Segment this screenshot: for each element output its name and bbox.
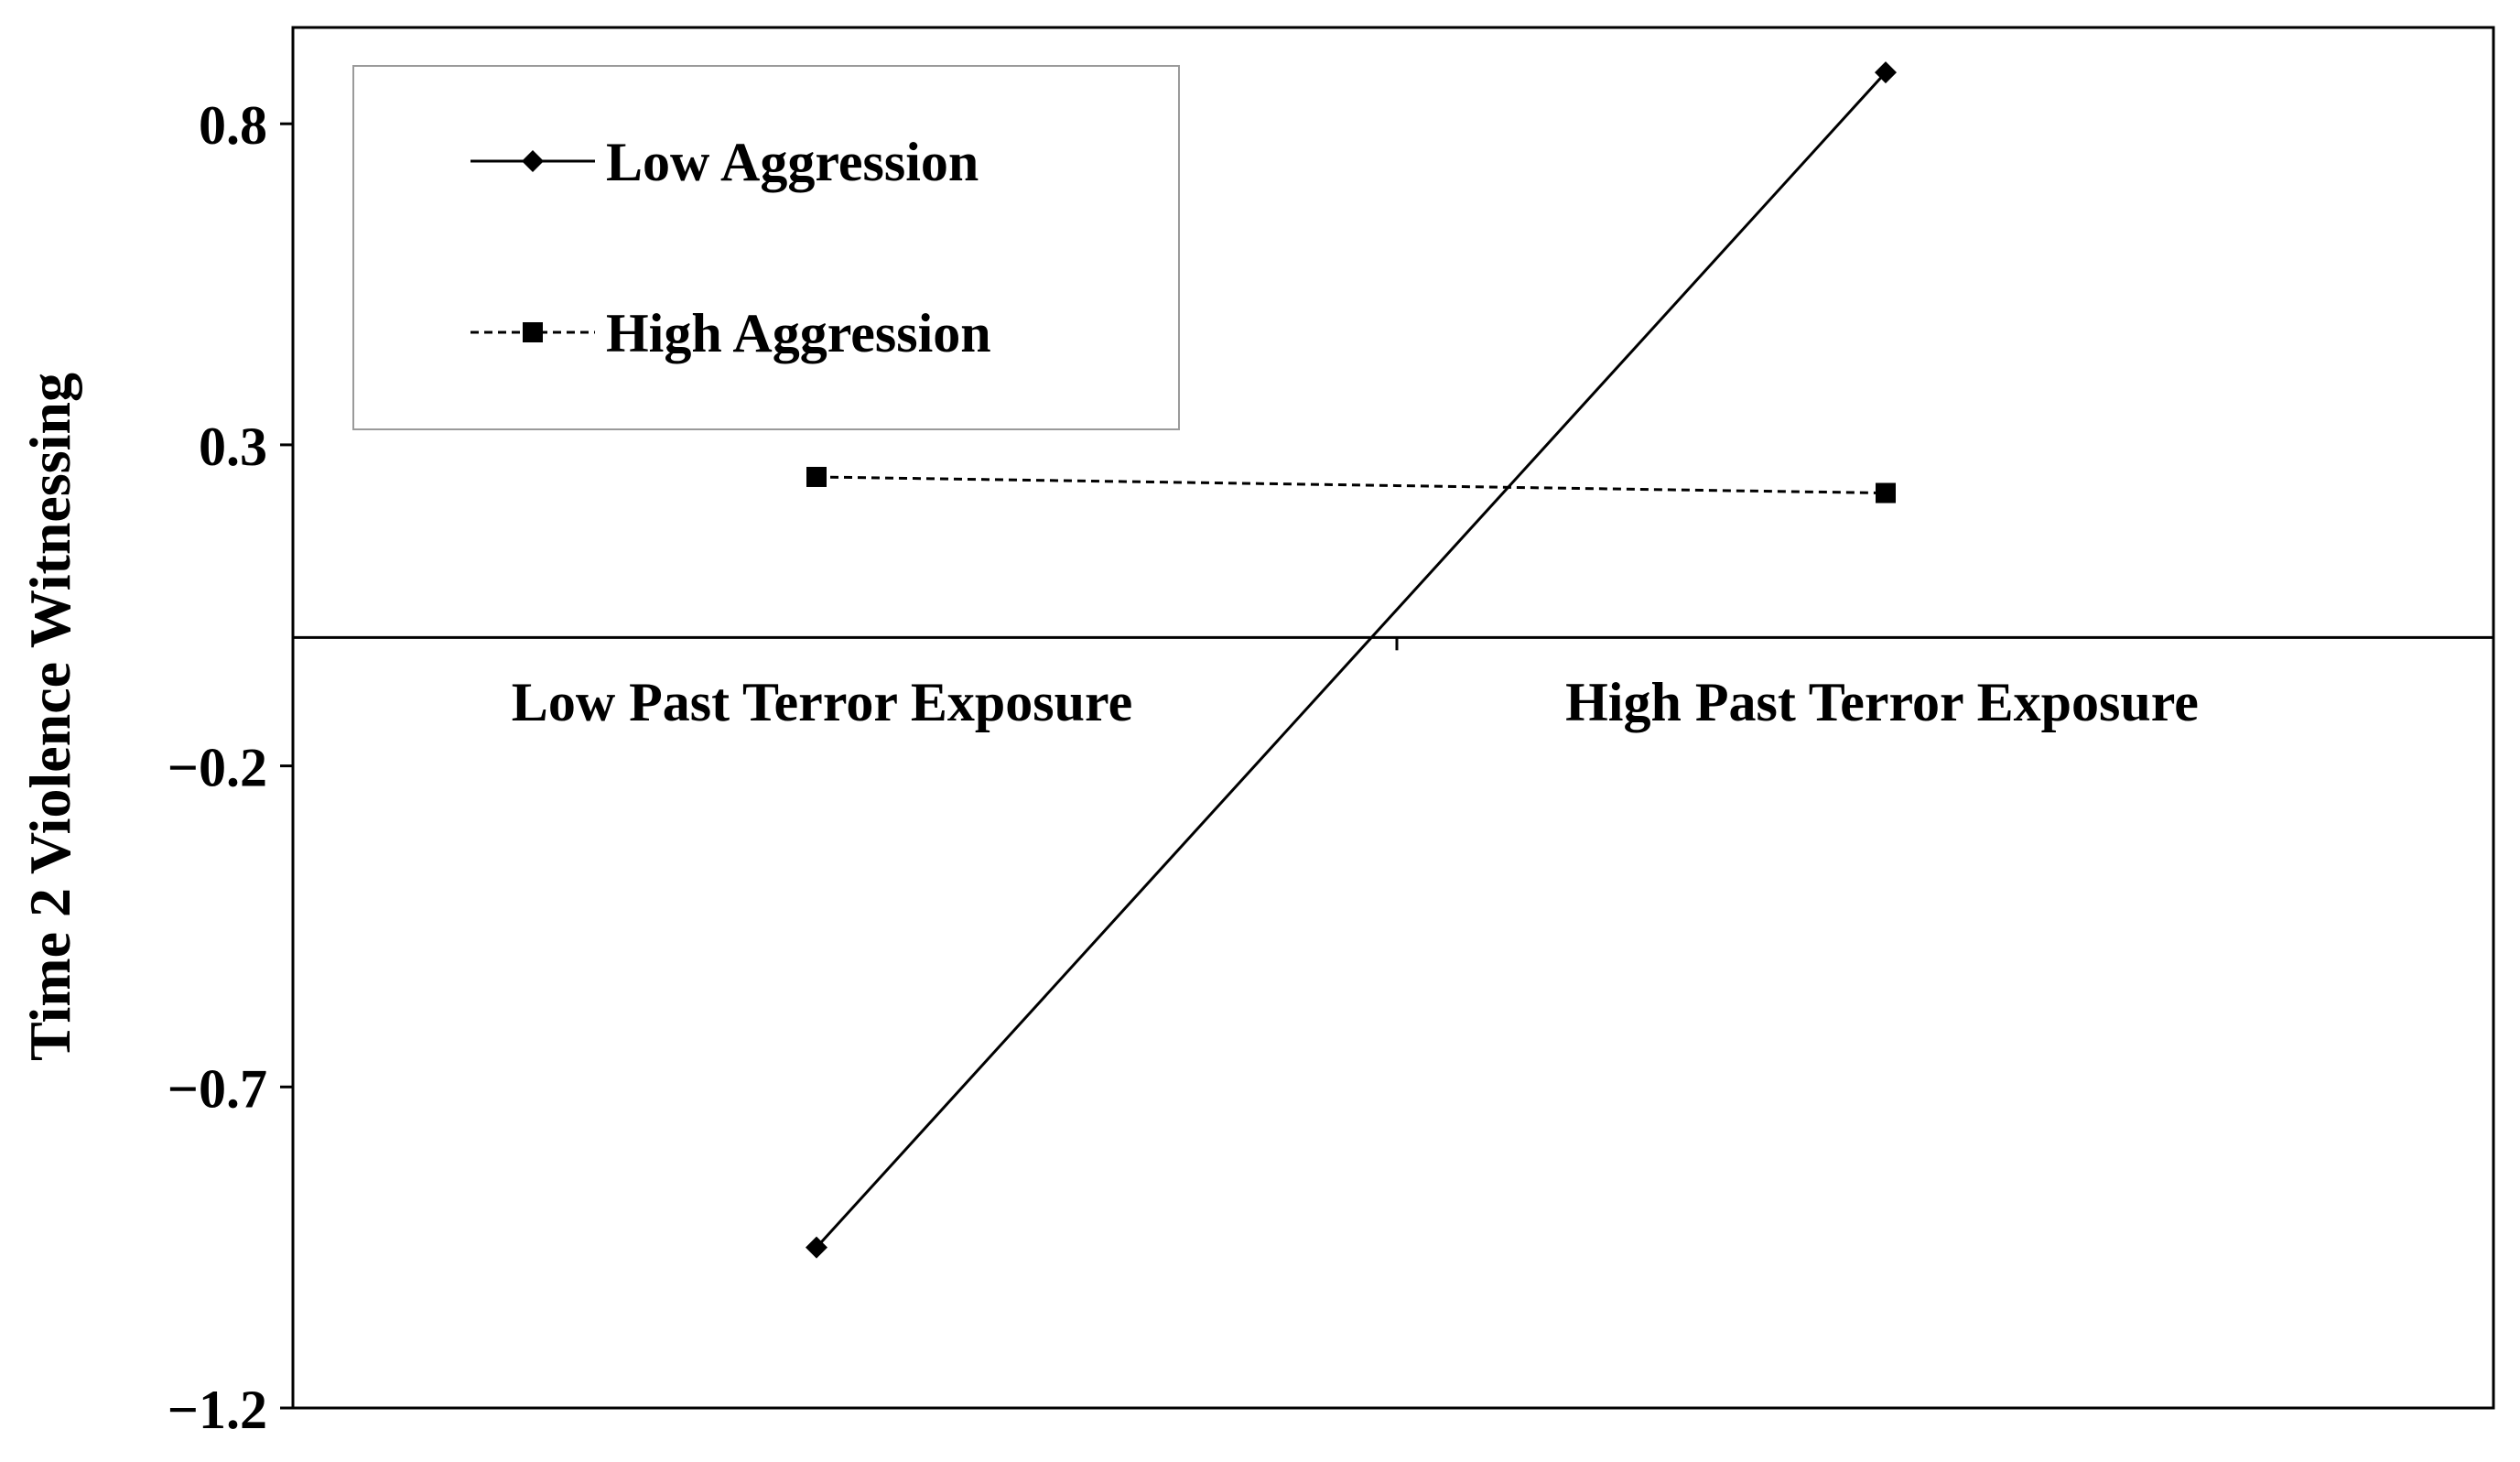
legend-label: Low Aggression	[606, 132, 979, 192]
legend-box	[352, 65, 1180, 430]
y-tick-label: 0.8	[199, 95, 267, 156]
series-line-high-aggression	[816, 475, 1887, 495]
category-label: Low Past Terror Exposure	[512, 672, 1132, 732]
data-point	[1876, 482, 1896, 504]
legend-marker	[522, 150, 544, 172]
y-tick-label: −1.2	[168, 1380, 267, 1440]
y-tick-label: 0.3	[199, 417, 267, 477]
zero-line-group	[293, 635, 2493, 651]
plot-area-frame	[291, 26, 2495, 1410]
y-tick-label: −0.7	[168, 1058, 267, 1119]
y-axis-title: Time 2 Violence Witnessing	[17, 373, 82, 1061]
category-labels: Low Past Terror Exposure High Past Terror…	[512, 672, 2199, 732]
series-group	[806, 61, 1897, 1259]
legend-label: High Aggression	[606, 303, 991, 363]
y-axis-ticks	[280, 122, 293, 1410]
legend-marker	[523, 322, 543, 342]
data-point	[1875, 61, 1897, 84]
data-point	[806, 1236, 827, 1259]
series-line-low-aggression	[815, 71, 1887, 1249]
data-point	[806, 466, 827, 487]
y-tick-label: −0.2	[168, 738, 267, 798]
category-label: High Past Terror Exposure	[1565, 672, 2199, 732]
y-axis-tick-labels: −1.2 −0.7 −0.2 0.3 0.8	[168, 95, 267, 1440]
